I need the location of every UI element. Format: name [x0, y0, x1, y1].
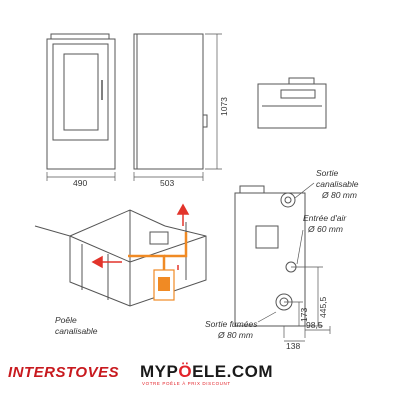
- interstoves-logo: INTERSTOVES: [8, 364, 120, 381]
- dim-173-label: 173: [299, 308, 309, 322]
- sortie-canalisable-outlet: [280, 192, 296, 208]
- front-width-dimension: [46, 172, 116, 181]
- height-label: 1073: [219, 97, 229, 116]
- label-poele-canalisable-line1: Poêle: [55, 315, 77, 325]
- back-top-vent: [239, 185, 265, 194]
- side-depth-dimension: [133, 172, 204, 181]
- top-view-vent: [288, 77, 315, 85]
- top-view-body: [257, 83, 327, 129]
- label-poele-canalisable-line2: canalisable: [55, 326, 98, 336]
- side-body: [133, 33, 204, 170]
- height-dimension: [205, 33, 222, 170]
- room-stove: [153, 269, 175, 301]
- airflow-arrows: [91, 203, 190, 270]
- room-illustration: [34, 209, 207, 307]
- label-entree-air-line2: Ø 60 mm: [307, 224, 343, 234]
- side-flue-stub: [202, 114, 208, 128]
- room-window: [149, 231, 169, 245]
- dim-98-label: 98,5: [306, 320, 323, 330]
- top-view: [257, 77, 327, 129]
- callout-leaders: [257, 182, 315, 323]
- front-top-vent: [50, 33, 110, 40]
- label-sortie-fumees-line2: Ø 80 mm: [217, 330, 253, 340]
- label-sortie-canalisable-line1: Sortie: [316, 168, 338, 178]
- mypoele-tagline: VOTRE POÊLE À PRIX DISCOUNT: [142, 381, 231, 386]
- dim-445-label: 445,5: [318, 296, 328, 318]
- back-view: [234, 185, 306, 327]
- front-view: [46, 33, 116, 170]
- mypoele-logo: MYPÖELE.COM: [140, 362, 274, 381]
- duct-pipes: [128, 232, 188, 270]
- side-view: [133, 33, 208, 170]
- label-sortie-canalisable-line2: canalisable: [316, 179, 359, 189]
- back-panel: [255, 225, 279, 249]
- front-width-label: 490: [73, 178, 87, 188]
- side-depth-label: 503: [160, 178, 174, 188]
- back-dimensions: [283, 266, 331, 342]
- front-body: [46, 38, 116, 170]
- label-sortie-canalisable-line3: Ø 80 mm: [321, 190, 357, 200]
- front-glass: [63, 53, 99, 131]
- top-view-hopper: [280, 89, 316, 99]
- label-sortie-fumees-line1: Sortie fumées: [205, 319, 258, 329]
- dim-138-label: 138: [286, 341, 300, 351]
- back-body: [234, 192, 306, 327]
- front-door: [52, 43, 109, 141]
- label-entree-air-line1: Entrée d'air: [303, 213, 347, 223]
